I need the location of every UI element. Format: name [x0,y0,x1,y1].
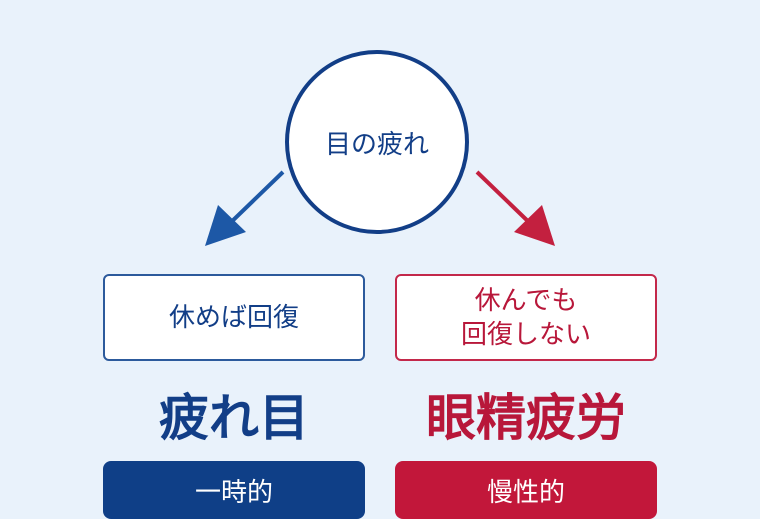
no-recovery-box: 休んでも 回復しない [395,274,657,361]
right-badge-label: 慢性的 [486,477,565,508]
left-arrow [205,170,285,246]
right-description-line1: 休んでも [474,285,578,316]
left-badge-label: 一時的 [194,477,273,508]
left-term: 疲れ目 [159,388,309,447]
temporary-badge: 一時的 [103,461,365,519]
recover-with-rest-box: 休めば回復 [103,274,365,361]
left-description: 休めば回復 [168,302,299,333]
right-arrow [475,170,555,246]
chronic-badge: 慢性的 [395,461,657,519]
right-description-line2: 回復しない [460,319,591,350]
eye-fatigue-circle: 目の疲れ [285,50,469,234]
right-term: 眼精疲労 [426,388,626,447]
center-label: 目の疲れ [324,129,429,160]
